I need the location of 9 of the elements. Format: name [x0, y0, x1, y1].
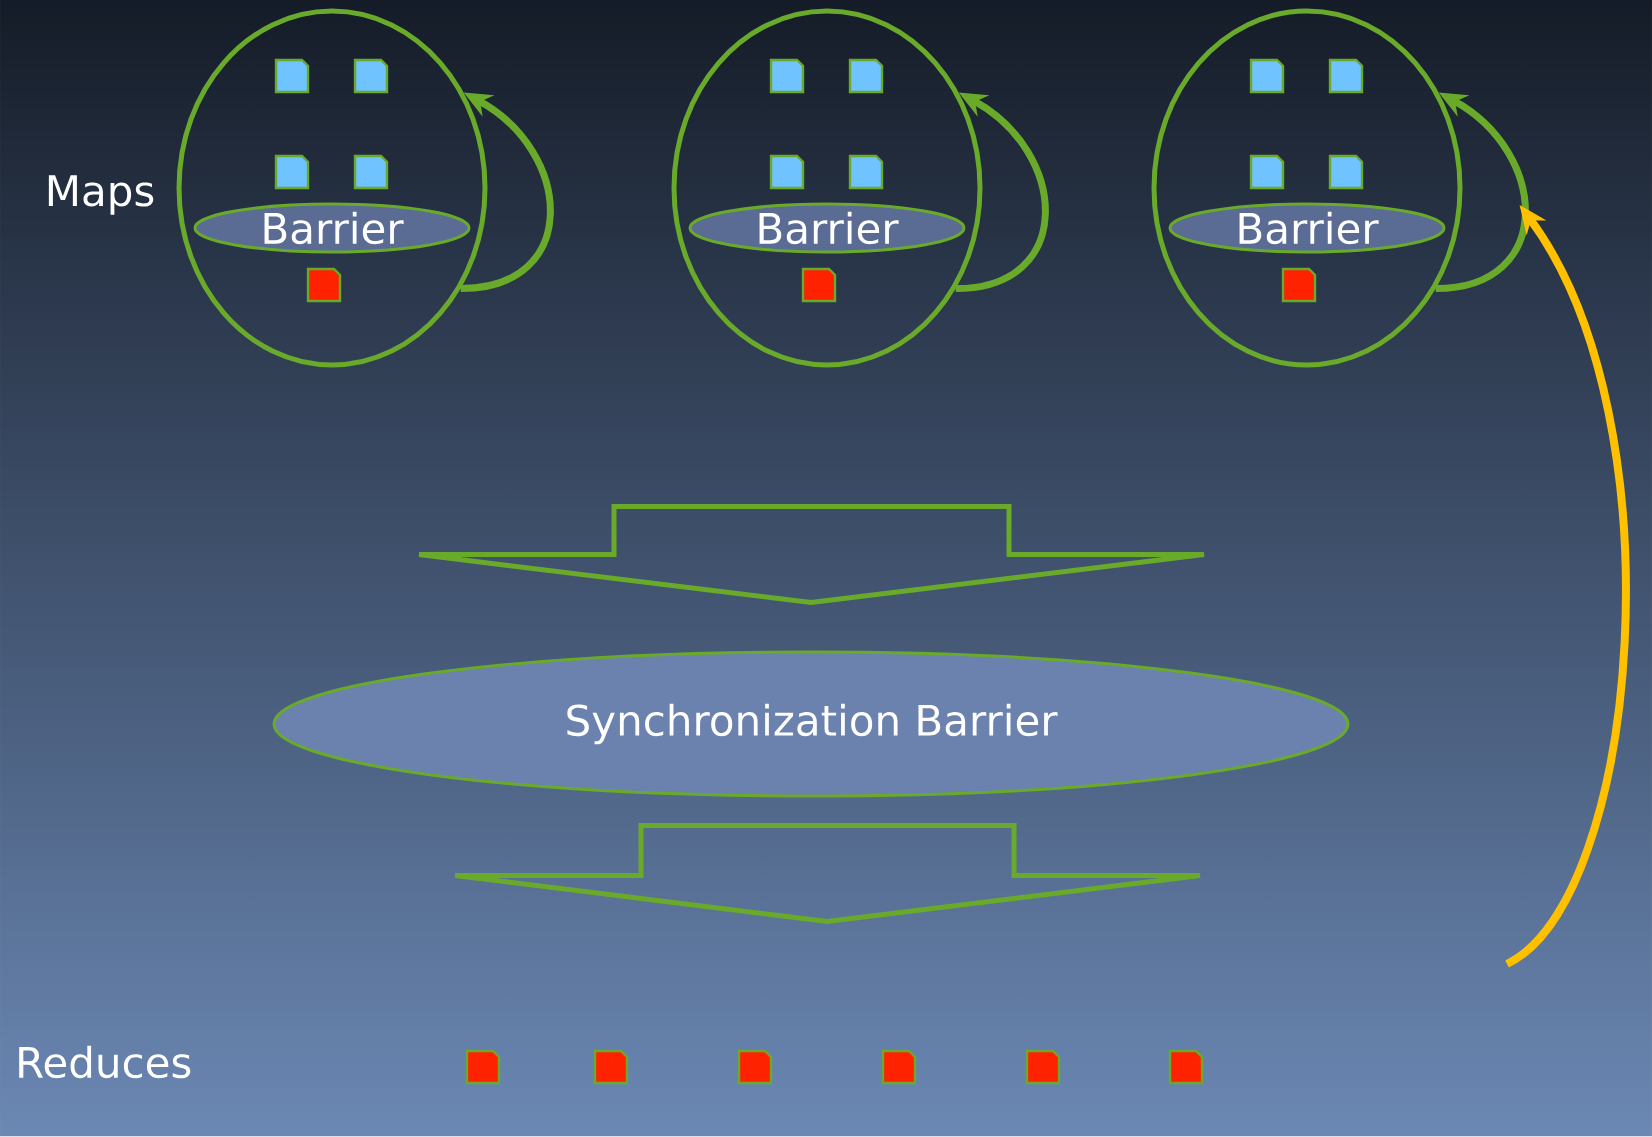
row-label: Maps [48, 175, 154, 215]
loop-arrow [1435, 92, 1529, 293]
circle [176, 8, 488, 368]
chevron-arrow [452, 823, 1203, 925]
circle [671, 8, 983, 368]
loop-arrow [460, 92, 554, 293]
circle [1151, 8, 1463, 368]
row-label: Reduces [19, 1045, 191, 1079]
loop-arrow [955, 92, 1049, 293]
